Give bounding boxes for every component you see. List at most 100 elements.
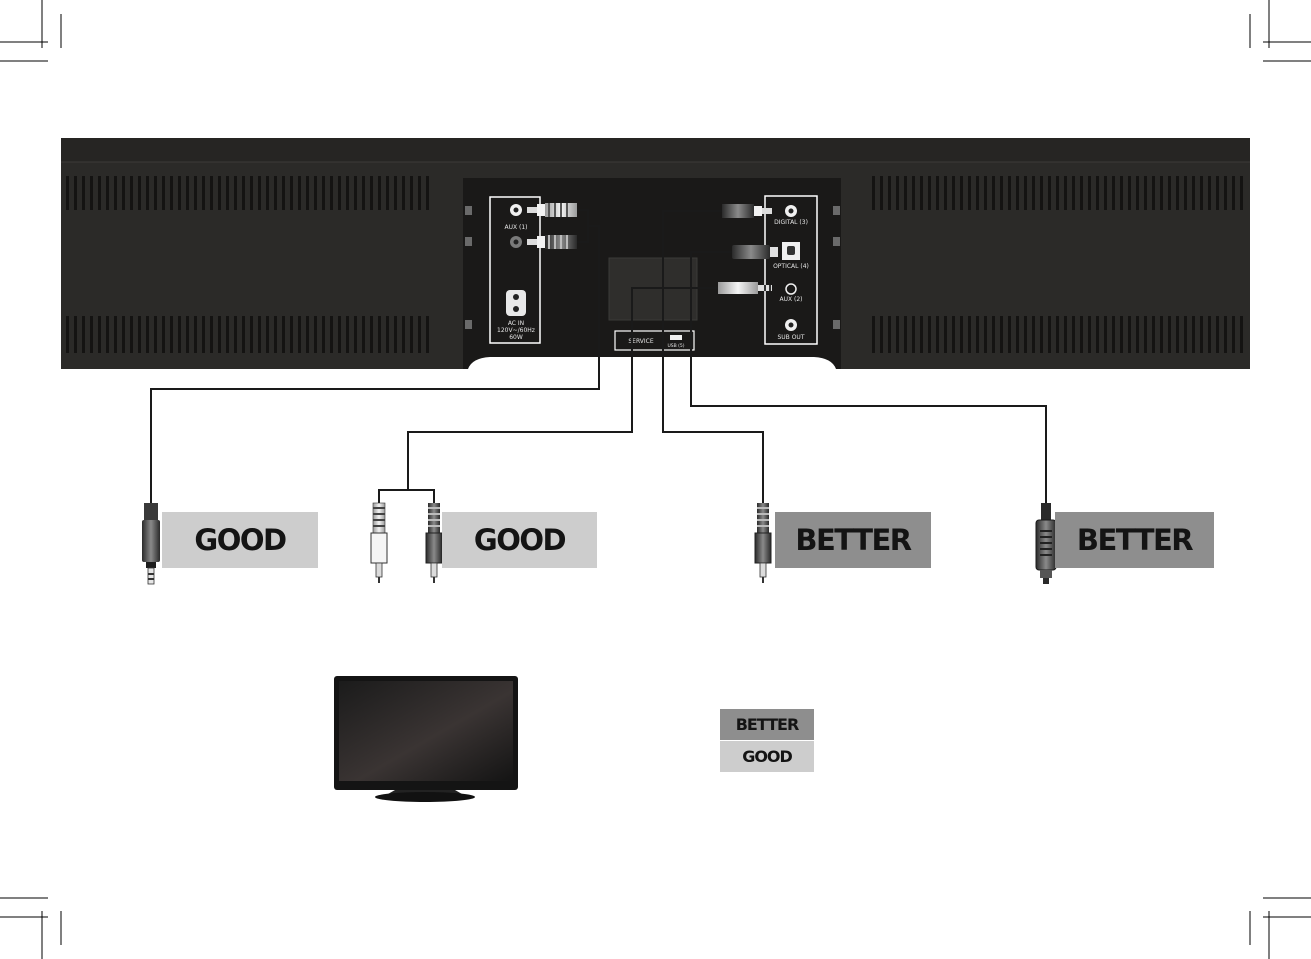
vent-slot — [952, 176, 955, 210]
vent-slot — [114, 316, 117, 353]
vent-slot — [194, 176, 197, 210]
vent-slot — [138, 176, 141, 210]
vent-slot — [114, 176, 117, 210]
vent-slot — [106, 316, 109, 353]
vent-slot — [250, 176, 253, 210]
tv-icon — [334, 676, 518, 802]
rating-badge-stereo-35mm: GOOD — [162, 512, 318, 568]
vent-slot — [386, 316, 389, 353]
vent-slot — [1216, 316, 1219, 353]
legend-better: BETTER — [720, 709, 814, 740]
vent-slot — [130, 316, 133, 353]
vent-slot — [1080, 176, 1083, 210]
vent-slot — [122, 176, 125, 210]
vent-slot — [1152, 176, 1155, 210]
vent-slot — [880, 176, 883, 210]
vent-slot — [106, 176, 109, 210]
vent-slot — [1008, 176, 1011, 210]
vent-slot — [258, 176, 261, 210]
vent-slot — [968, 316, 971, 353]
vent-slot — [330, 176, 333, 210]
vent-slot — [1208, 316, 1211, 353]
vent-slot — [346, 316, 349, 353]
vent-slot — [1184, 316, 1187, 353]
vent-slot — [394, 316, 397, 353]
vent-slot — [186, 176, 189, 210]
vent-slot — [170, 316, 173, 353]
vent-slot — [896, 176, 899, 210]
vent-slot — [936, 316, 939, 353]
vent-slot — [66, 176, 69, 210]
vent-slot — [1096, 176, 1099, 210]
vent-slot — [904, 316, 907, 353]
vent-slot — [1088, 176, 1091, 210]
vent-slot — [178, 176, 181, 210]
vent-slot — [170, 176, 173, 210]
vent-slot — [1056, 316, 1059, 353]
vent-slot — [1208, 176, 1211, 210]
vent-slot — [1032, 176, 1035, 210]
usb-port — [670, 335, 682, 340]
vent-slot — [1056, 176, 1059, 210]
vent-slot — [354, 176, 357, 210]
vent-slot — [322, 176, 325, 210]
vent-slot — [1072, 176, 1075, 210]
vent-slot — [1224, 176, 1227, 210]
vent-slot — [74, 176, 77, 210]
vent-slot — [992, 316, 995, 353]
vent-slot — [1120, 176, 1123, 210]
vent-slot — [338, 176, 341, 210]
rating-badge-coax: BETTER — [775, 512, 931, 568]
rca-plug-white — [371, 503, 387, 583]
vent-slot — [362, 316, 365, 353]
vent-slot — [1080, 316, 1083, 353]
vent-slot — [402, 316, 405, 353]
vent-slot — [1136, 316, 1139, 353]
vent-slot — [410, 316, 413, 353]
vent-slot — [1032, 316, 1035, 353]
ac-in-socket — [506, 290, 526, 316]
vent-slot — [920, 176, 923, 210]
vent-slot — [306, 176, 309, 210]
vent-slot — [130, 176, 133, 210]
vent-slot — [154, 176, 157, 210]
vent-slot — [234, 176, 237, 210]
vent-slot — [1160, 316, 1163, 353]
vent-slot — [146, 316, 149, 353]
vent-slot — [1000, 176, 1003, 210]
vent-slot — [122, 316, 125, 353]
vent-slot — [162, 316, 165, 353]
vent-slot — [290, 176, 293, 210]
vent-slot — [1104, 316, 1107, 353]
vent-slot — [98, 316, 101, 353]
vent-slot — [1112, 176, 1115, 210]
vent-slot — [154, 316, 157, 353]
usb-label: USB (5) — [667, 343, 684, 349]
rating-badge-optical: BETTER — [1055, 512, 1214, 568]
vent-slot — [1040, 316, 1043, 353]
sub-out-label: SUB OUT — [777, 334, 804, 341]
vent-slot — [880, 316, 883, 353]
optical-label: OPTICAL (4) — [773, 263, 809, 270]
vent-slot — [202, 316, 205, 353]
vent-slot — [1192, 176, 1195, 210]
vent-slot — [210, 316, 213, 353]
ac-in-voltage: 120V~/60Hz — [497, 327, 535, 334]
vent-slot — [920, 316, 923, 353]
vent-slot — [338, 316, 341, 353]
vent-slot — [1200, 316, 1203, 353]
vent-slot — [1176, 176, 1179, 210]
vent-slot — [872, 176, 875, 210]
vent-slot — [944, 176, 947, 210]
vent-slot — [1216, 176, 1219, 210]
vent-slot — [1144, 316, 1147, 353]
vent-slot — [960, 316, 963, 353]
vent-slot — [960, 176, 963, 210]
vent-slot — [386, 176, 389, 210]
vent-slot — [82, 176, 85, 210]
vent-slot — [186, 316, 189, 353]
vent-slot — [426, 316, 429, 353]
vent-slot — [976, 316, 979, 353]
vent-slot — [944, 316, 947, 353]
vent-slot — [234, 316, 237, 353]
